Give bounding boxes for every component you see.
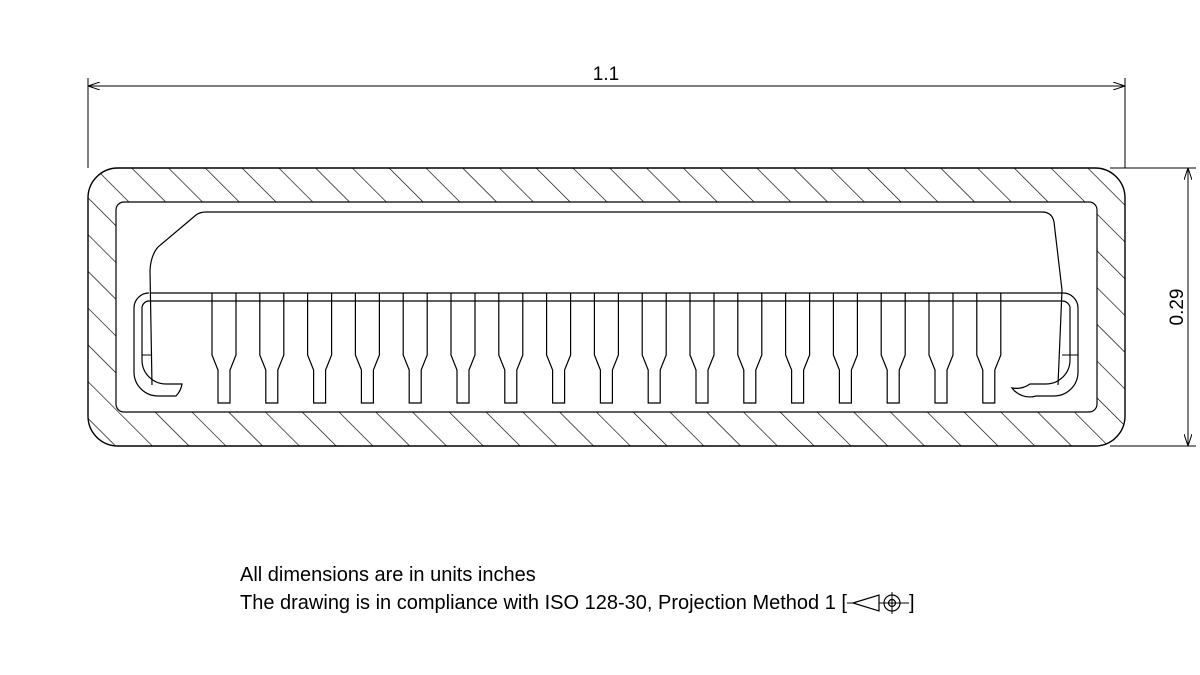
housing-outline [149,211,1063,386]
contact-pin [354,293,380,404]
hatched-wall-section [88,168,1125,446]
units-note: All dimensions are in units inches [240,563,536,587]
contact-pin [880,293,906,404]
height-dimension: 0.29 [1110,167,1196,447]
shell-inner-outline [115,201,1098,413]
compliance-note-close: ] [908,592,915,614]
retention-clip-left [133,292,1079,397]
contact-pin [737,293,763,404]
units-note-text: All dimensions are in units inches [240,564,536,586]
contact-pin [402,293,428,404]
contact-pin [976,293,1002,404]
contact-pin [593,293,619,404]
contact-pins [211,293,1002,404]
contact-pin [785,293,811,404]
contact-pin [498,293,524,404]
contact-pin [307,293,333,404]
contact-pin [211,293,237,404]
contact-pin [546,293,572,404]
contact-pin [641,293,667,404]
width-dimension: 1.1 [87,64,1126,168]
compliance-note: The drawing is in compliance with ISO 12… [240,591,915,615]
height-dimension-label: 0.29 [1167,289,1188,326]
shell-outer-outline [87,167,1126,447]
width-dimension-label: 1.1 [593,64,619,85]
contact-pin [928,293,954,404]
first-angle-projection-icon [846,592,909,614]
contact-pin [450,293,476,404]
contact-pin [259,293,285,404]
retention-clip-right [1010,350,1079,398]
compliance-note-text: The drawing is in compliance with ISO 12… [240,592,847,614]
contact-pin [832,293,858,404]
contact-pin [689,293,715,404]
connector-shell [87,167,1126,447]
connector-housing [133,211,1079,404]
